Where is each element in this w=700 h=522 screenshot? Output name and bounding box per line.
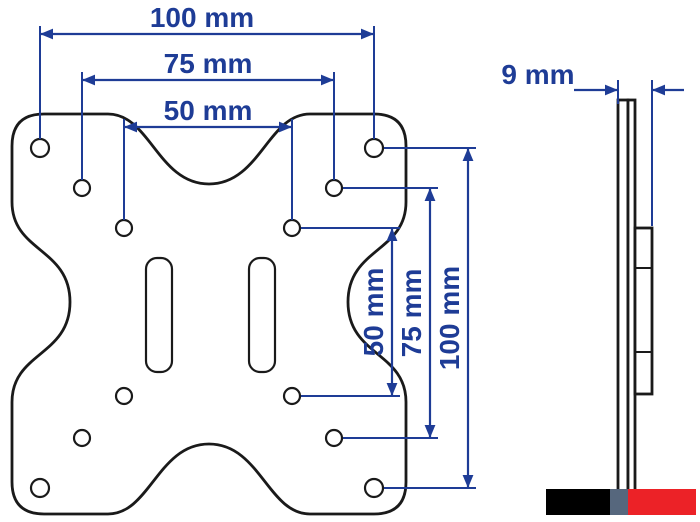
dimension-label-9mm-depth: 9 mm: [501, 59, 574, 90]
mounting-hole-100-top-left: [29, 137, 51, 159]
mounting-hole-50-top-left: [114, 218, 134, 238]
dimension-label-50mm-horizontal: 50 mm: [164, 95, 253, 126]
mounting-hole-75-top-right: [324, 178, 344, 198]
dimension-label-100mm-horizontal: 100 mm: [150, 2, 254, 33]
slot-left: [144, 256, 174, 374]
dim-vertical-50mm: 50 mm: [301, 227, 400, 397]
dimension-label-50mm-vertical: 50 mm: [358, 268, 389, 357]
side-profile-rail: [633, 226, 654, 396]
dim-vertical-100mm: 100 mm: [384, 147, 476, 489]
mounting-hole-50-bottom-left: [114, 386, 134, 406]
dim-horizontal-75mm: 75 mm: [81, 48, 335, 180]
mounting-hole-75-bottom-right: [324, 428, 344, 448]
dim-vertical-75mm: 75 mm: [343, 187, 438, 439]
dim-horizontal-100mm: 100 mm: [39, 2, 375, 139]
side-view: [616, 98, 654, 514]
logo-block-black: [546, 489, 610, 515]
mounting-hole-100-top-right: [363, 137, 385, 159]
logo-block-slate: [610, 489, 628, 515]
mounting-hole-100-bottom-right: [363, 477, 385, 499]
dimension-label-75mm-horizontal: 75 mm: [164, 48, 253, 79]
dimension-label-100mm-vertical: 100 mm: [434, 266, 465, 370]
dim-depth-9mm: 9 mm: [501, 59, 684, 226]
mounting-hole-75-bottom-left: [72, 428, 92, 448]
logo-block-red: [628, 489, 696, 515]
mounting-hole-50-top-right: [282, 218, 302, 238]
slot-right: [247, 256, 277, 374]
dimension-label-75mm-vertical: 75 mm: [396, 269, 427, 358]
side-profile-front-plate: [616, 98, 630, 514]
mounting-hole-50-bottom-right: [282, 386, 302, 406]
plate-outline: [10, 112, 408, 516]
front-view: [10, 112, 408, 516]
mounting-hole-75-top-left: [72, 178, 92, 198]
brand-logo: [546, 489, 696, 515]
mounting-hole-100-bottom-left: [29, 477, 51, 499]
dim-horizontal-50mm: 50 mm: [123, 95, 293, 220]
